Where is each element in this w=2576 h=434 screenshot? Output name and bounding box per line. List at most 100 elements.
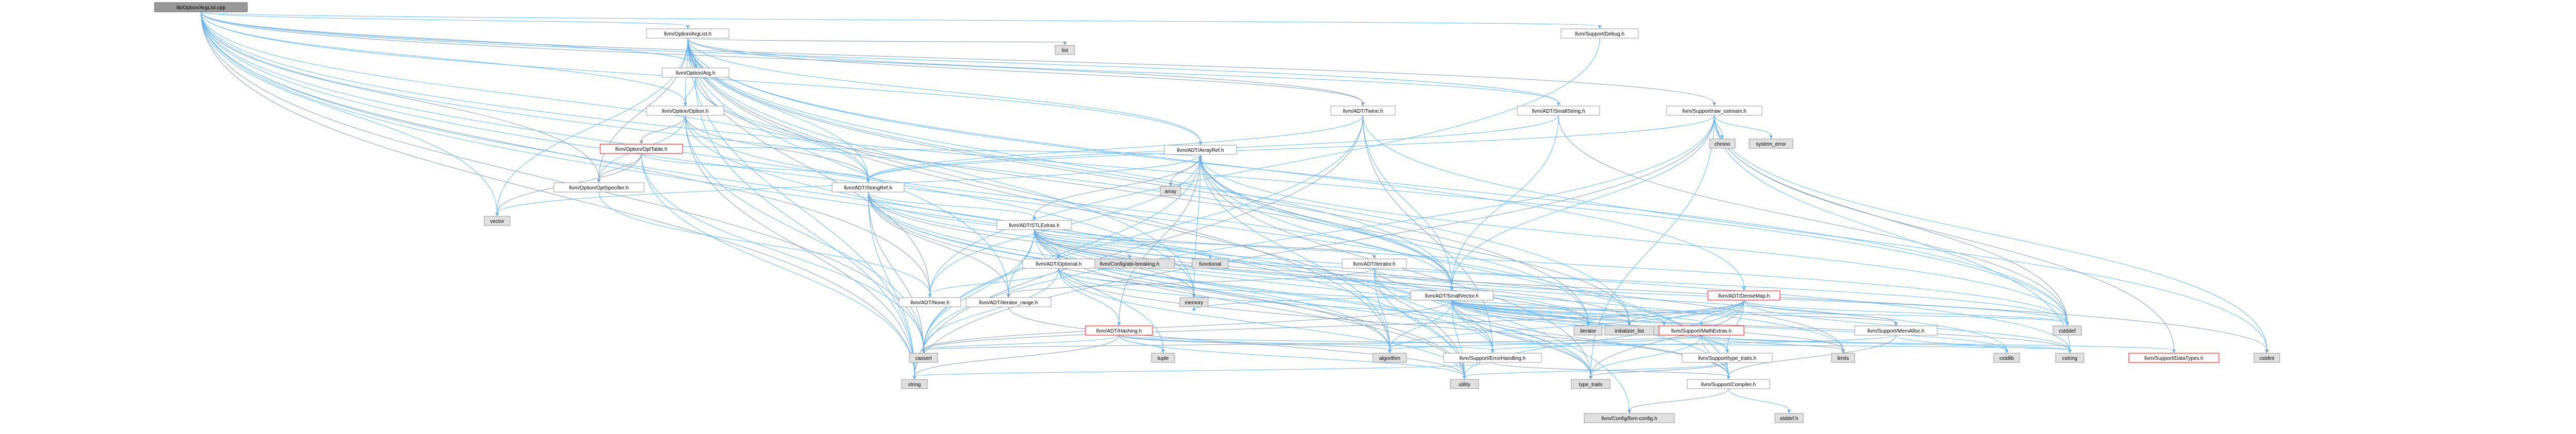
node-iterator[interactable]: iterator bbox=[1573, 325, 1603, 336]
node-llvm-option-optspecifier-h[interactable]: llvm/Option/OptSpecifier.h bbox=[553, 182, 645, 193]
node-box bbox=[909, 353, 938, 363]
edge-densemap_h-to-initializer_list bbox=[1629, 300, 1744, 323]
edge-raw_ostream_h-to-cstddef bbox=[1714, 115, 2067, 323]
node-initializer-list[interactable]: initializer_list bbox=[1604, 325, 1654, 336]
node-box bbox=[1682, 353, 1773, 363]
node-type-traits[interactable]: type_traits bbox=[1571, 379, 1611, 389]
node-label: llvm/ADT/StringRef.h bbox=[844, 185, 892, 191]
node-llvm-option-arglist-h[interactable]: llvm/Option/ArgList.h bbox=[646, 28, 730, 39]
node-vector[interactable]: vector bbox=[484, 216, 511, 226]
node-label: chrono bbox=[1715, 142, 1731, 147]
edge-arrowhead bbox=[1589, 376, 1592, 379]
node-array[interactable]: array bbox=[1160, 186, 1181, 196]
node-llvm-support-raw-ostream-h[interactable]: llvm/Support/raw_ostream.h bbox=[1666, 106, 1762, 116]
edge-arglist_h-to-iterator_range_h bbox=[687, 38, 1009, 295]
node-llvm-adt-arrayref-h[interactable]: llvm/ADT/ArrayRef.h bbox=[1164, 145, 1237, 155]
node-stddef-h[interactable]: stddef.h bbox=[1774, 413, 1804, 423]
edge-root-to-arglist_h bbox=[200, 11, 688, 26]
node-chrono[interactable]: chrono bbox=[1709, 138, 1736, 149]
node-label: cstring bbox=[2062, 356, 2077, 361]
node-cstddef[interactable]: cstddef bbox=[2053, 325, 2082, 336]
node-label: llvm/ADT/SmallVector.h bbox=[1425, 293, 1479, 299]
edge-arrowhead bbox=[1192, 307, 1196, 310]
edge-type_traits_h-to-type_traits bbox=[1590, 362, 1727, 377]
node-llvm-option-arg-h[interactable]: llvm/Option/Arg.h bbox=[662, 67, 730, 78]
node-llvm-support-mathextras-h[interactable]: llvm/Support/MathExtras.h bbox=[1658, 325, 1744, 336]
node-limits[interactable]: limits bbox=[1831, 353, 1855, 363]
node-llvm-adt-stringref-h[interactable]: llvm/ADT/StringRef.h bbox=[832, 182, 905, 193]
node-llvm-config-llvm-config-h[interactable]: llvm/Config/llvm-config.h bbox=[1584, 413, 1675, 423]
edge-arglist_h-to-cstddef bbox=[687, 38, 2067, 323]
node-llvm-adt-none-h[interactable]: llvm/ADT/None.h bbox=[899, 297, 961, 307]
node-llvm-adt-twine-h[interactable]: llvm/ADT/Twine.h bbox=[1330, 106, 1396, 116]
node-cassert[interactable]: cassert bbox=[909, 353, 938, 363]
node-system-error[interactable]: system_error bbox=[1749, 138, 1793, 149]
node-llvm-config-abi-breaking-h[interactable]: llvm/Config/abi-breaking.h bbox=[1084, 258, 1175, 269]
node-label: llvm/Support/DataTypes.h bbox=[2144, 356, 2204, 361]
node-box bbox=[965, 297, 1052, 307]
node-label: iterator bbox=[1580, 328, 1597, 334]
node-llvm-support-type-traits-h[interactable]: llvm/Support/type_traits.h bbox=[1682, 353, 1773, 363]
edge-arrayref_h-to-iterator bbox=[1200, 154, 1588, 323]
node-lib-option-arglist-cpp[interactable]: lib/Option/ArgList.cpp bbox=[154, 2, 248, 12]
edge-root-to-llvm_config_h bbox=[200, 11, 1630, 411]
node-list[interactable]: list bbox=[1055, 45, 1075, 55]
node-label: llvm/Support/MathExtras.h bbox=[1671, 328, 1732, 334]
edge-raw_ostream_h-to-stringref_h bbox=[868, 115, 1715, 180]
node-llvm-adt-densemap-h[interactable]: llvm/ADT/DenseMap.h bbox=[1707, 290, 1781, 301]
node-box bbox=[553, 182, 645, 193]
node-llvm-adt-optional-h[interactable]: llvm/ADT/Optional.h bbox=[1022, 258, 1095, 269]
node-algorithm[interactable]: algorithm bbox=[1372, 353, 1407, 363]
edge-optional_h-to-utility bbox=[1058, 268, 1465, 377]
node-llvm-adt-smallvector-h[interactable]: llvm/ADT/SmallVector.h bbox=[1410, 290, 1494, 301]
edge-arglist_h-to-twine_h bbox=[687, 38, 1363, 103]
node-llvm-support-errorhandling-h[interactable]: llvm/Support/ErrorHandling.h bbox=[1443, 353, 1542, 363]
edge-arrayref_h-to-memory bbox=[1194, 154, 1201, 295]
edge-hashing_h-to-utility bbox=[1118, 335, 1465, 377]
node-llvm-adt-iterator-h[interactable]: llvm/ADT/iterator.h bbox=[1342, 258, 1407, 269]
node-tuple[interactable]: tuple bbox=[1151, 353, 1175, 363]
node-box bbox=[2128, 353, 2219, 363]
node-label: llvm/Support/Debug.h bbox=[1575, 31, 1624, 37]
node-memory[interactable]: memory bbox=[1179, 297, 1209, 307]
node-cstdlib[interactable]: cstdlib bbox=[1993, 353, 2020, 363]
node-llvm-support-debug-h[interactable]: llvm/Support/Debug.h bbox=[1561, 28, 1639, 39]
node-llvm-adt-smallstring-h[interactable]: llvm/ADT/SmallString.h bbox=[1517, 106, 1600, 116]
edge-arrowhead bbox=[1769, 135, 1773, 139]
node-llvm-adt-iterator-range-h[interactable]: llvm/ADT/iterator_range.h bbox=[965, 297, 1052, 307]
edge-arrowhead bbox=[2068, 350, 2072, 353]
node-box bbox=[646, 106, 724, 116]
node-label: llvm/ADT/iterator.h bbox=[1353, 262, 1395, 267]
edge-twine_h-to-cstdint bbox=[1363, 115, 2267, 351]
node-label: utility bbox=[1459, 382, 1470, 388]
edge-arrowhead bbox=[1713, 102, 1716, 106]
node-llvm-adt-hashing-h[interactable]: llvm/ADT/Hashing.h bbox=[1085, 325, 1153, 336]
node-string[interactable]: string bbox=[901, 379, 928, 389]
edge-arrowhead bbox=[1372, 255, 1376, 259]
node-utility[interactable]: utility bbox=[1450, 379, 1479, 389]
edge-stringref_h-to-cassert bbox=[868, 192, 924, 351]
node-label: cstddef bbox=[2059, 328, 2075, 334]
node-llvm-support-compiler-h[interactable]: llvm/Support/Compiler.h bbox=[1687, 379, 1770, 389]
node-cstdint[interactable]: cstdint bbox=[2253, 353, 2280, 363]
edge-stringref_h-to-cstddef bbox=[868, 192, 2067, 323]
edge-arg_h-to-option_h bbox=[685, 77, 696, 103]
edge-root-to-twine_h bbox=[200, 11, 1363, 103]
edge-mathextras_h-to-cassert bbox=[923, 335, 1702, 351]
node-llvm-support-memalloc-h[interactable]: llvm/Support/MemAlloc.h bbox=[1854, 325, 1938, 336]
node-cstring[interactable]: cstring bbox=[2055, 353, 2084, 363]
edge-opttable_h-to-optspecifier_h bbox=[599, 153, 642, 180]
node-llvm-option-option-h[interactable]: llvm/Option/Option.h bbox=[646, 106, 724, 116]
edge-arrowhead bbox=[1742, 287, 1746, 291]
edge-arrowhead bbox=[1628, 410, 1631, 413]
node-label: system_error bbox=[1756, 142, 1786, 147]
edge-densemap_h-to-memalloc_h bbox=[1743, 300, 1896, 323]
node-llvm-option-opttable-h[interactable]: llvm/Option/OptTable.h bbox=[600, 144, 683, 154]
node-functional[interactable]: functional bbox=[1192, 258, 1229, 269]
node-label: llvm/Support/MemAlloc.h bbox=[1868, 328, 1925, 334]
graph-edges bbox=[200, 11, 2269, 413]
edge-arrowhead bbox=[912, 376, 917, 379]
node-llvm-support-datatypes-h[interactable]: llvm/Support/DataTypes.h bbox=[2128, 353, 2219, 363]
node-llvm-adt-stlextras-h[interactable]: llvm/ADT/STLExtras.h bbox=[996, 220, 1072, 230]
edge-option_h-to-string bbox=[685, 115, 915, 377]
